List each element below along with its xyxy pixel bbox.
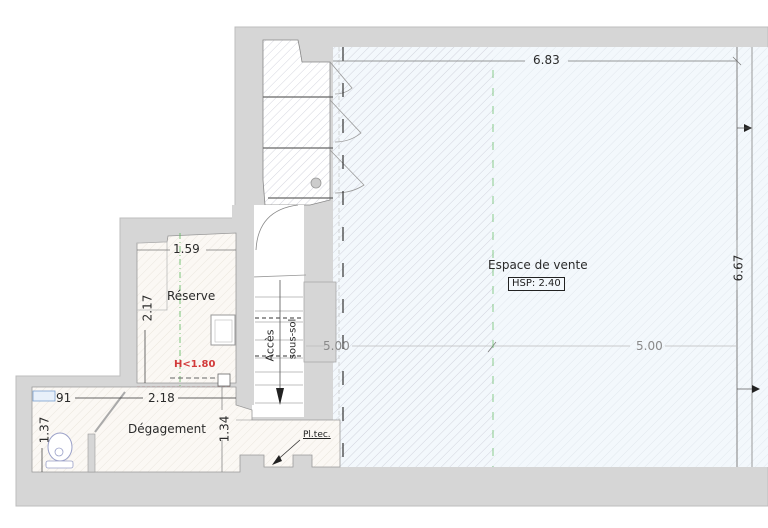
toilet-icon xyxy=(45,432,74,469)
dim-wc-width: 91 xyxy=(56,391,72,405)
dimension-lines xyxy=(41,47,742,472)
reserve-room xyxy=(136,232,237,470)
room-label-reserve: Réserve xyxy=(167,289,216,303)
stair-label-line2: sous-sol xyxy=(287,318,299,360)
corridor-wc xyxy=(31,386,341,473)
room-label-corridor: Dégagement xyxy=(128,422,206,436)
stair-hall xyxy=(232,204,337,417)
room-label-sales: Espace de vente xyxy=(488,258,588,272)
dim-sales-width: 6.83 xyxy=(533,53,560,67)
dim-sales-depth: 6.67 xyxy=(731,254,746,282)
dim-corridor-depth: 1.34 xyxy=(217,415,232,443)
dim-corridor-length: 2.18 xyxy=(148,391,175,405)
stair-label-line1: Accès xyxy=(263,329,277,362)
sales-area xyxy=(333,47,768,467)
dim-wc-depth: 1.37 xyxy=(37,416,52,444)
column-icon xyxy=(310,177,322,189)
dim-reserve-depth: 2.17 xyxy=(140,294,155,322)
entrance-arrow-icon xyxy=(752,385,760,393)
facade-bays xyxy=(262,39,365,467)
dim-reserve-width: 1.59 xyxy=(173,242,200,256)
dim-axis-left: 5.00 xyxy=(323,339,350,353)
dim-axis-right: 5.00 xyxy=(636,339,663,353)
technical-room-label: Pl.tec. xyxy=(303,430,331,440)
washbasin-icon xyxy=(32,390,56,402)
stair-arrow-icon xyxy=(276,388,284,405)
reserve-height-warning: H<1.80 xyxy=(174,359,216,370)
sales-ceiling-height: HSP: 2.40 xyxy=(508,277,565,291)
